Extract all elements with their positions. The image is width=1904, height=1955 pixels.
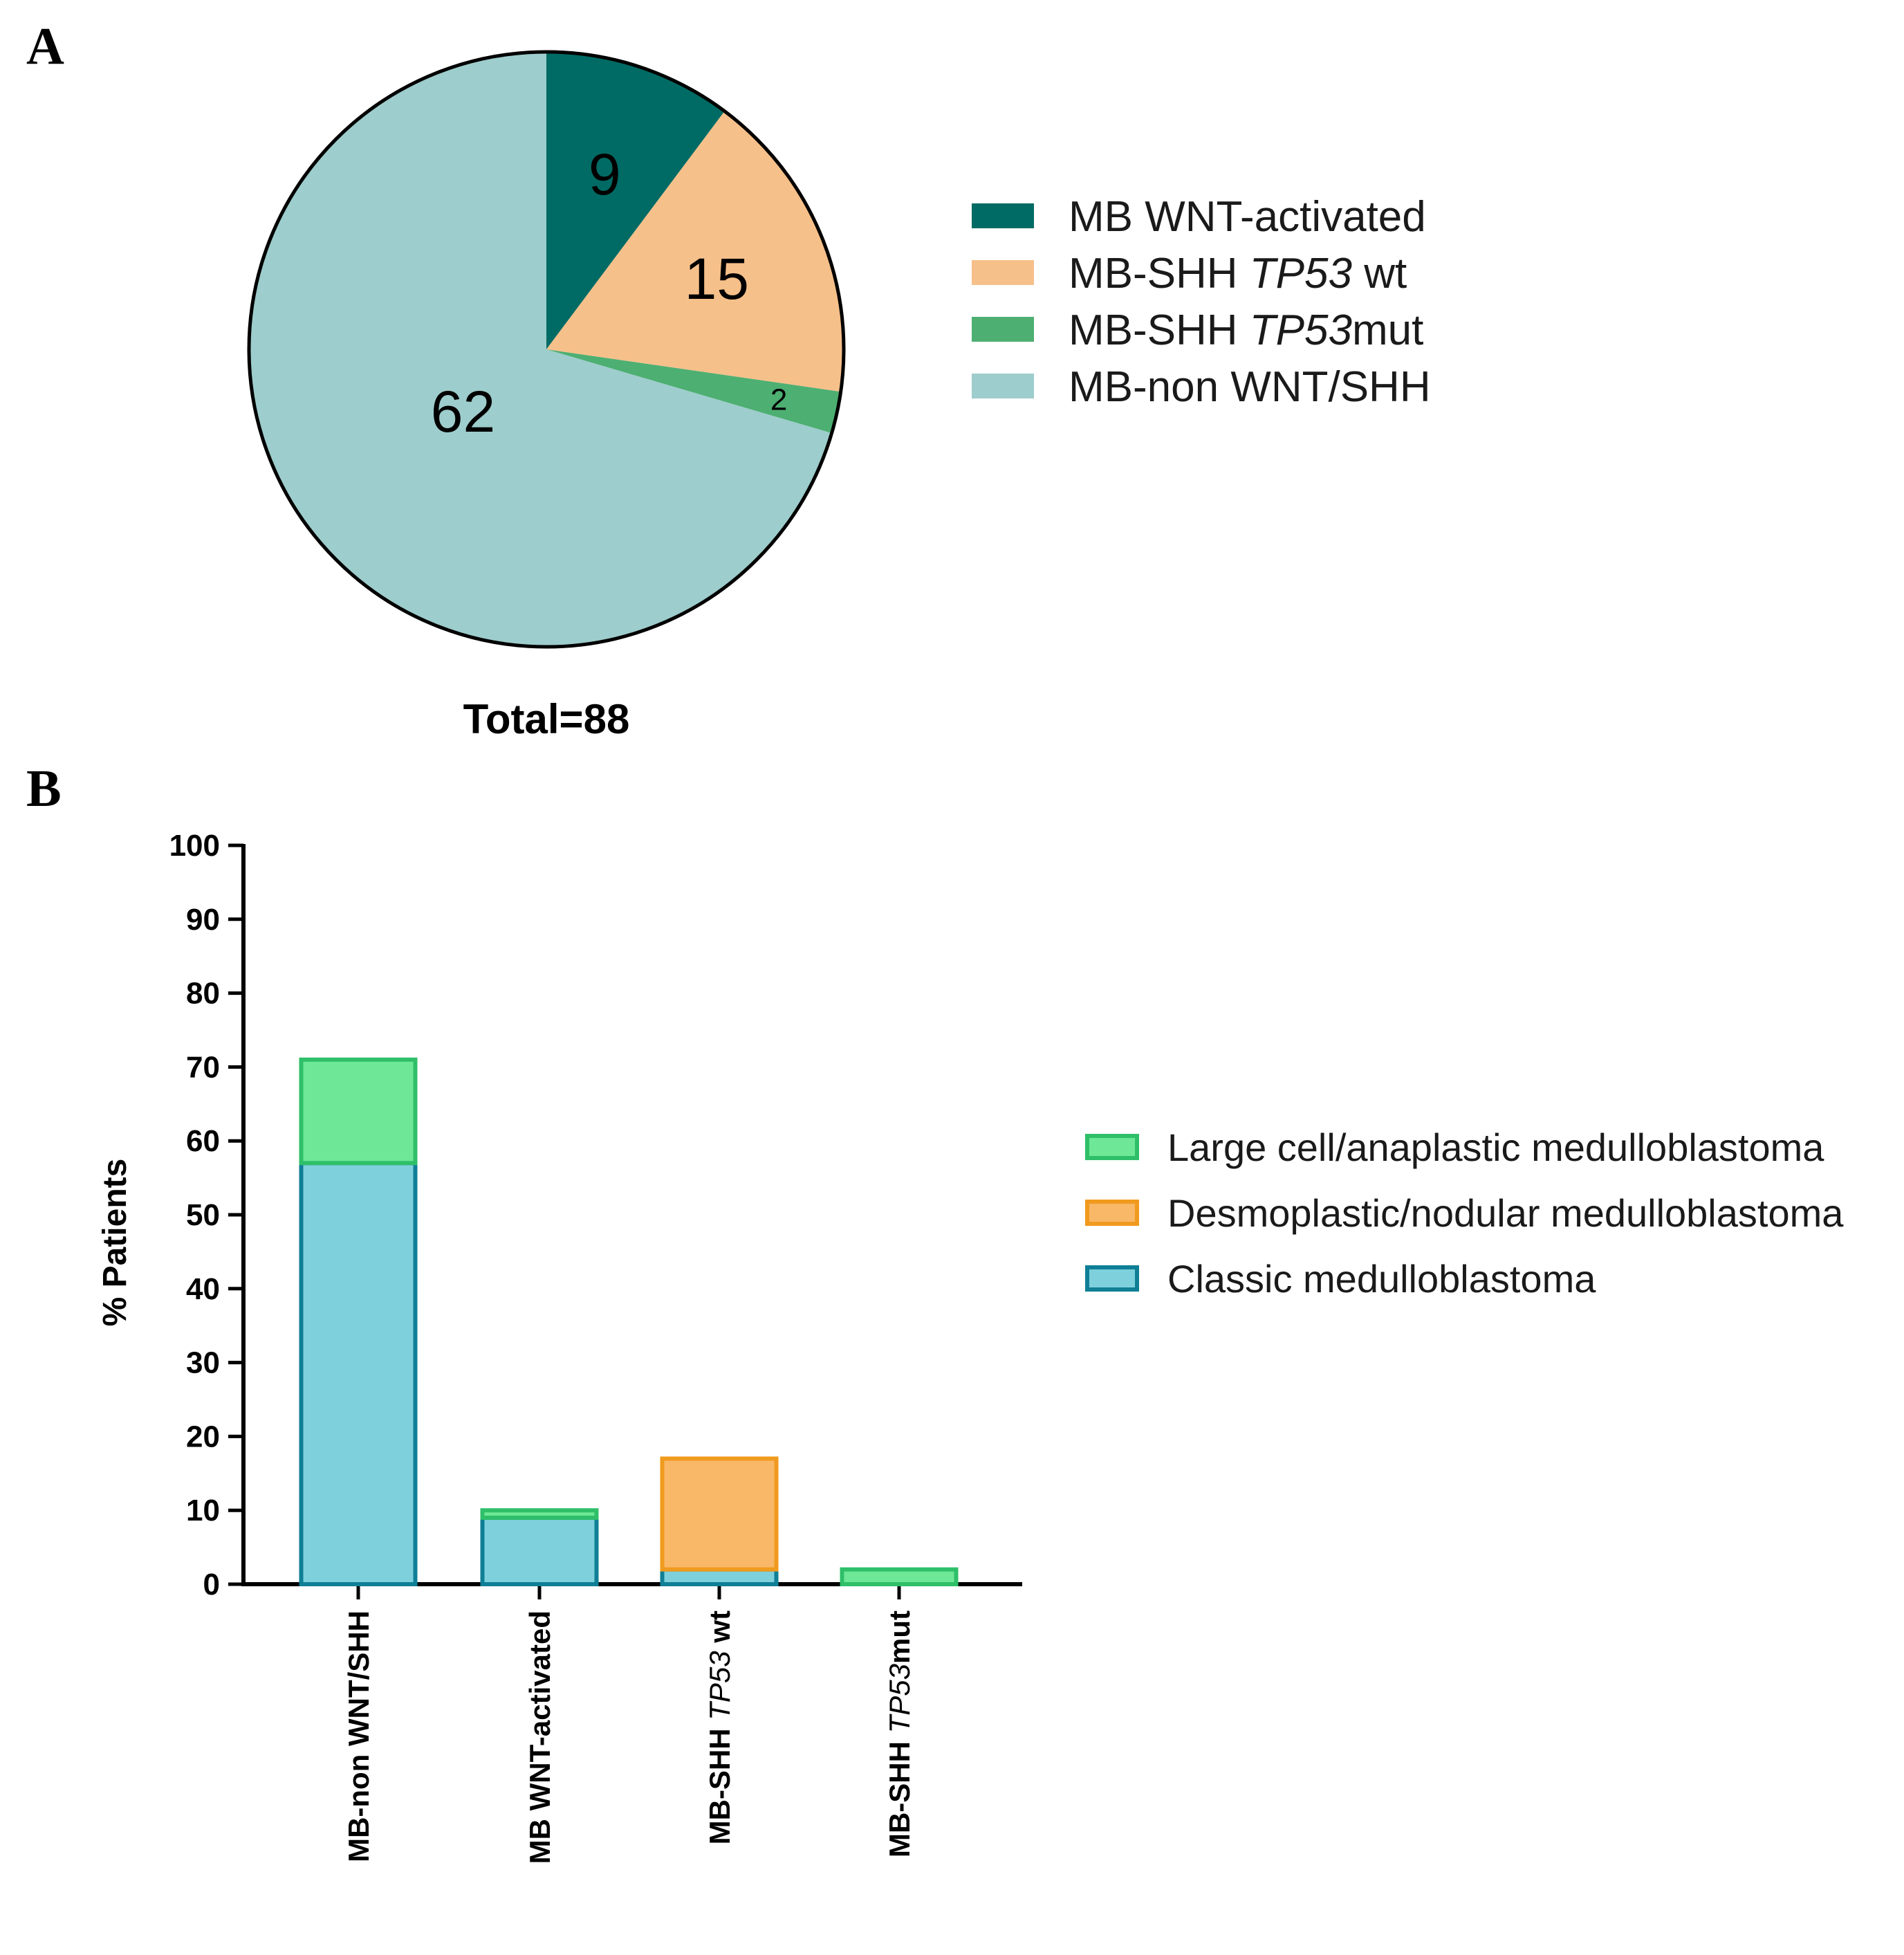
bar-segment-desmo [660, 1456, 779, 1572]
y-tick-label: 80 [186, 977, 220, 1011]
pie-value-label-wnt: 9 [589, 142, 621, 207]
pie-slice-non_wnt_shh [249, 52, 832, 647]
bar-category-labels: MB-non WNT/SHH MB WNT-activated MB-SHH TP5… [342, 1610, 916, 1864]
pie-slice-wnt [546, 52, 725, 349]
pie-legend-label-wnt: MB WNT-activated [1069, 193, 1426, 241]
y-tick-label: 30 [186, 1346, 220, 1380]
y-tick-label: 60 [186, 1124, 220, 1158]
pie-legend-swatch-non_wnt_shh [972, 374, 1034, 398]
pie-chart [247, 50, 846, 649]
bar-segment-large_cell [480, 1508, 599, 1520]
x-category-label: MB WNT-activated [524, 1610, 556, 1864]
bar-legend-label-classic: Classic medulloblastoma [1167, 1257, 1596, 1301]
y-tick-label: 50 [186, 1198, 220, 1232]
bar-legend-label-desmo: Desmoplastic/nodular medulloblastoma [1167, 1191, 1844, 1235]
y-tick-label: 70 [186, 1050, 220, 1084]
x-category-label: MB-SHH TP53mut [883, 1610, 916, 1857]
bar-axes: 0 10 20 30 40 50 60 70 80 90 100 % Patients [97, 829, 1022, 1601]
x-category-label: MB-non WNT/SHH [342, 1610, 375, 1862]
pie-slice-shh_mut [546, 349, 841, 434]
panel-b-letter: B [26, 760, 62, 818]
bar-legend-label-large_cell: Large cell/anaplastic medulloblastoma [1167, 1126, 1824, 1169]
pie-legend-label-shh_wt: MB-SHH TP53 wt [1069, 250, 1407, 297]
y-tick-label: 90 [186, 903, 220, 937]
pie-legend-swatch-wnt [972, 203, 1034, 228]
bar-legend-swatch-classic [1085, 1265, 1139, 1292]
pie-legend-label-shh_mut: MB-SHH TP53mut [1069, 306, 1423, 354]
bar-chart [299, 1057, 959, 1586]
bar-segment-classic [480, 1515, 599, 1586]
bar-segment-large_cell [299, 1057, 418, 1166]
y-tick-label: 20 [186, 1420, 220, 1453]
bar-legend: Large cell/anaplastic medulloblastomaDes… [1085, 1126, 1844, 1301]
bar-segment-classic [660, 1567, 779, 1586]
pie-slice-shh_wt [546, 111, 844, 392]
y-tick-label: 10 [186, 1494, 220, 1527]
pie-legend-label-non_wnt_shh: MB-non WNT/SHH [1069, 363, 1431, 411]
y-tick-label: 0 [203, 1568, 220, 1601]
bar-legend-swatch-desmo [1085, 1200, 1139, 1226]
pie-value-label-shh_mut: 2 [770, 383, 787, 417]
pie-legend-swatch-shh_mut [972, 317, 1034, 342]
y-tick-label: 40 [186, 1272, 220, 1306]
pie-slice-labels: 9 15 2 62 [431, 142, 788, 444]
panel-a-letter: A [26, 17, 64, 75]
bar-segment-classic [299, 1161, 418, 1586]
pie-total-label: Total=88 [463, 696, 630, 742]
y-tick-label: 100 [169, 829, 220, 863]
pie-value-label-shh_wt: 15 [685, 246, 749, 311]
bar-segment-large_cell [840, 1567, 959, 1586]
x-category-label: MB-SHH TP53 wt [703, 1610, 736, 1844]
y-axis-title: % Patients [97, 1159, 133, 1327]
pie-outline [247, 50, 846, 649]
bar-legend-swatch-large_cell [1085, 1134, 1139, 1160]
pie-legend-swatch-shh_wt [972, 260, 1034, 285]
pie-value-label-non_wnt_shh: 62 [431, 379, 495, 444]
